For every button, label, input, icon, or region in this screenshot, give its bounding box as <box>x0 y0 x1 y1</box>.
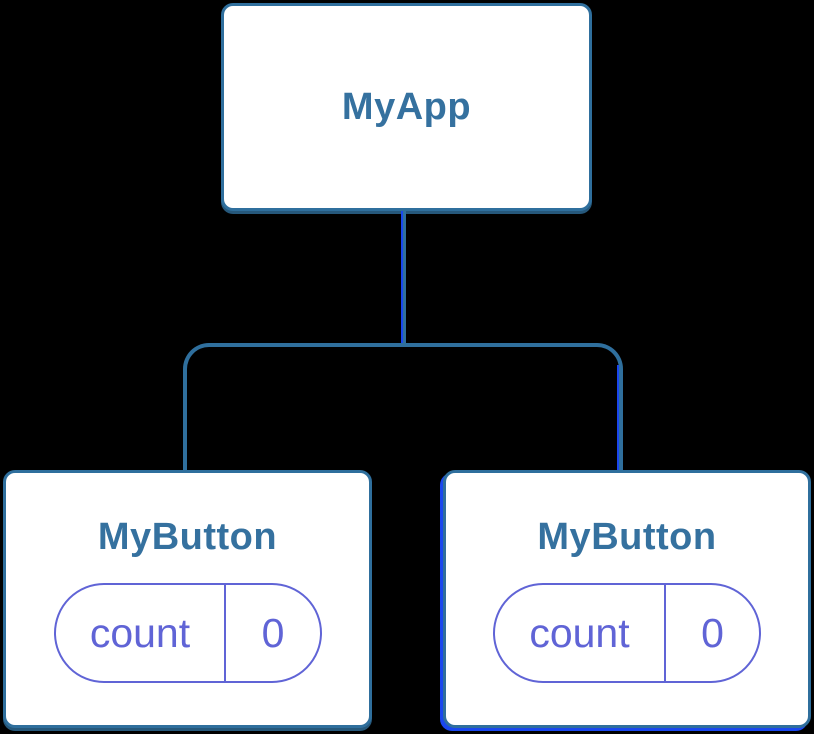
component-node-mybutton-right: MyButton count 0 <box>443 470 811 728</box>
state-badge-right: count 0 <box>493 583 761 683</box>
component-node-mybutton-left: MyButton count 0 <box>3 470 372 728</box>
component-label-mybutton-left: MyButton <box>97 516 278 558</box>
state-badge-left: count 0 <box>53 583 322 683</box>
component-label-mybutton-right: MyButton <box>537 516 717 558</box>
connector-stem-highlight-line <box>401 211 403 344</box>
connector-right-highlight-line <box>617 365 619 470</box>
state-value-right: 0 <box>663 585 759 681</box>
connector-stem-line <box>403 211 406 344</box>
component-label-myapp: MyApp <box>341 86 472 128</box>
state-name-left: count <box>89 609 191 656</box>
connector-branch-lines <box>183 343 623 470</box>
component-node-myapp: MyApp <box>221 3 592 211</box>
state-value-left: 0 <box>224 585 319 681</box>
state-name-right: count <box>529 609 630 656</box>
